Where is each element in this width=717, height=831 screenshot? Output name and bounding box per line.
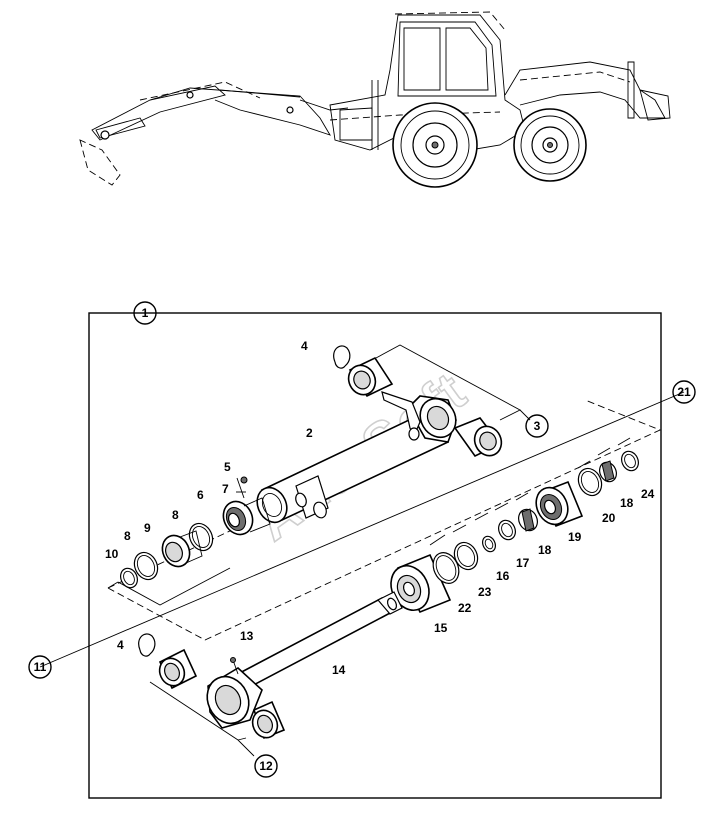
group-11-bracket-end (107, 581, 119, 589)
label-18-lower: 18 (538, 543, 552, 557)
label-9: 9 (144, 521, 151, 535)
bushing-group-12 (149, 648, 286, 757)
bushing-group-3 (347, 344, 531, 458)
seal-9 (161, 530, 203, 568)
backhoe-loader-illustration (79, 11, 671, 188)
callout-3: 3 (525, 414, 549, 438)
ring-16 (481, 535, 497, 553)
label-15: 15 (434, 621, 448, 635)
label-13: 13 (240, 629, 254, 643)
piston-rod-14 (232, 591, 403, 692)
callout-21: 21 (672, 380, 696, 404)
group-21-brackets (429, 437, 631, 546)
gland-19 (535, 480, 584, 528)
group-11-bracket (117, 567, 231, 606)
cylinder-barrel-2 (256, 391, 457, 524)
front-loader (504, 61, 671, 121)
wear-ring-18-lower (518, 508, 538, 532)
assembly-frame (88, 312, 662, 799)
svg-text:1: 1 (142, 306, 149, 320)
piston-head-6 (222, 497, 271, 536)
label-4-top: 4 (301, 339, 308, 353)
label-16: 16 (496, 569, 510, 583)
label-8-lower: 8 (124, 529, 131, 543)
label-22: 22 (458, 601, 472, 615)
label-7: 7 (222, 482, 229, 496)
wear-ring-18-upper (599, 460, 617, 483)
o-ring-8-upper (188, 522, 214, 552)
svg-text:11: 11 (34, 660, 47, 674)
leader-21-11 (39, 391, 685, 668)
rod-eye (206, 657, 263, 729)
ring-17 (498, 519, 516, 541)
label-6: 6 (197, 488, 204, 502)
seal-kit-boundary (107, 399, 662, 641)
label-19: 19 (568, 530, 582, 544)
label-14: 14 (332, 663, 346, 677)
snap-ring-4-bottom (138, 633, 156, 657)
front-wheel (513, 108, 587, 182)
piston-15 (390, 553, 452, 614)
callout-11: 11 (28, 655, 52, 679)
label-20: 20 (602, 511, 616, 525)
rear-wheel (392, 102, 478, 188)
svg-text:21: 21 (677, 385, 691, 399)
svg-text:3: 3 (534, 419, 541, 433)
backup-ring-10 (120, 567, 138, 589)
o-ring-20 (577, 467, 603, 497)
svg-text:12: 12 (259, 759, 273, 773)
backup-ring-24 (621, 450, 639, 472)
label-5: 5 (224, 460, 231, 474)
callout-12: 12 (254, 754, 278, 778)
label-24: 24 (641, 487, 655, 501)
label-8-upper: 8 (172, 508, 179, 522)
label-18-upper: 18 (620, 496, 634, 510)
label-2: 2 (306, 426, 313, 440)
machine-body (329, 11, 526, 151)
snap-ring-4-top (333, 345, 351, 369)
callout-1: 1 (133, 301, 157, 325)
label-4-bottom: 4 (117, 638, 124, 652)
set-screw-5-7 (236, 476, 248, 499)
seal-23 (453, 541, 479, 571)
label-17: 17 (516, 556, 530, 570)
pivot-bushing (295, 475, 329, 519)
label-23: 23 (478, 585, 492, 599)
backhoe-arm (79, 81, 349, 186)
label-10: 10 (105, 547, 119, 561)
o-ring-8-lower (133, 551, 159, 581)
